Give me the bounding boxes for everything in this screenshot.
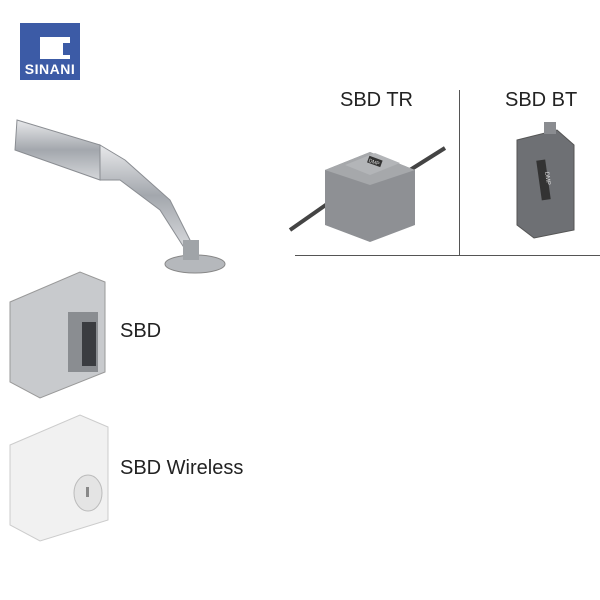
logo-mark-notch (63, 43, 80, 55)
sbd-wireless-image (9, 414, 109, 542)
bt-brand-mark: DMP (543, 171, 551, 185)
sbd-tr-transformer-image: DMP (288, 146, 447, 242)
sbd-wireless-label: SBD Wireless (120, 457, 244, 479)
column-divider (459, 90, 460, 255)
logo-text: SINANI (24, 61, 76, 77)
brand-logo: SINANI (20, 23, 80, 80)
sbd-bt-box-image: DMP (516, 122, 575, 239)
tr-brand-mark: DMP (368, 158, 381, 168)
shower-head-image (14, 119, 226, 274)
sbd-device-image (9, 271, 106, 399)
sbd-tr-label: SBD TR (340, 89, 413, 111)
sbd-label: SBD (120, 320, 162, 342)
logo-mark (40, 37, 70, 59)
baseline-divider (295, 255, 600, 256)
sbd-bt-label: SBD BT (505, 89, 578, 111)
